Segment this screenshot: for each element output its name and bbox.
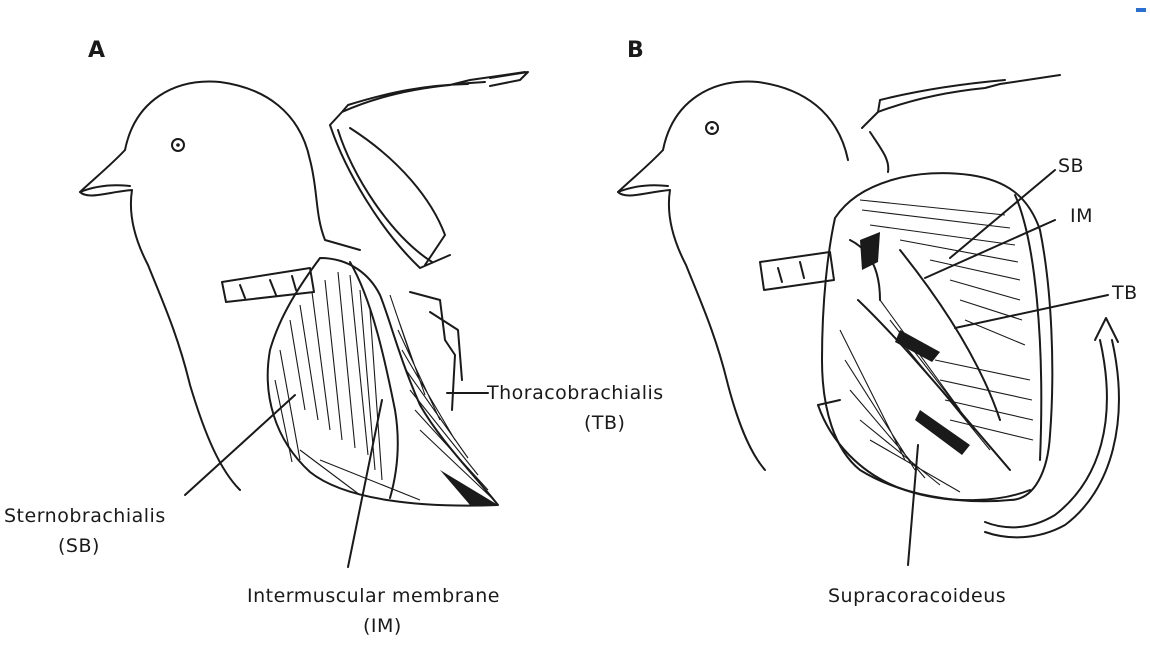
label-sternobrachialis: Sternobrachialis bbox=[4, 505, 166, 527]
panel-b-muscle-mass bbox=[822, 173, 1052, 501]
label-sternobrachialis-abbr: (SB) bbox=[58, 535, 100, 557]
panel-a-bird-outline bbox=[80, 82, 360, 490]
panel-b-humerus bbox=[760, 252, 834, 290]
label-intermuscular-membrane-abbr: (IM) bbox=[363, 615, 402, 637]
label-b-im: IM bbox=[1070, 205, 1093, 227]
panel-a-letter: A bbox=[88, 38, 106, 63]
label-supracoracoideus: Supracoracoideus bbox=[828, 585, 1006, 607]
label-b-tb: TB bbox=[1112, 282, 1138, 304]
panel-a-drawing bbox=[80, 72, 528, 567]
panel-a-pectoral-muscle bbox=[268, 258, 498, 506]
panel-b-letter: B bbox=[627, 38, 644, 63]
corner-mark bbox=[1136, 8, 1146, 12]
panel-b-rotation-arrow bbox=[985, 340, 1107, 527]
panel-b-drawing bbox=[618, 75, 1119, 565]
label-b-sb: SB bbox=[1058, 155, 1084, 177]
label-thoracobrachialis: Thoracobrachialis bbox=[487, 382, 664, 404]
panel-b-wing-bones bbox=[862, 75, 1060, 172]
panel-a-wing-bones bbox=[330, 72, 525, 268]
panel-b-bird-outline bbox=[618, 82, 848, 470]
label-thoracobrachialis-abbr: (TB) bbox=[584, 412, 625, 434]
label-intermuscular-membrane: Intermuscular membrane bbox=[247, 585, 500, 607]
